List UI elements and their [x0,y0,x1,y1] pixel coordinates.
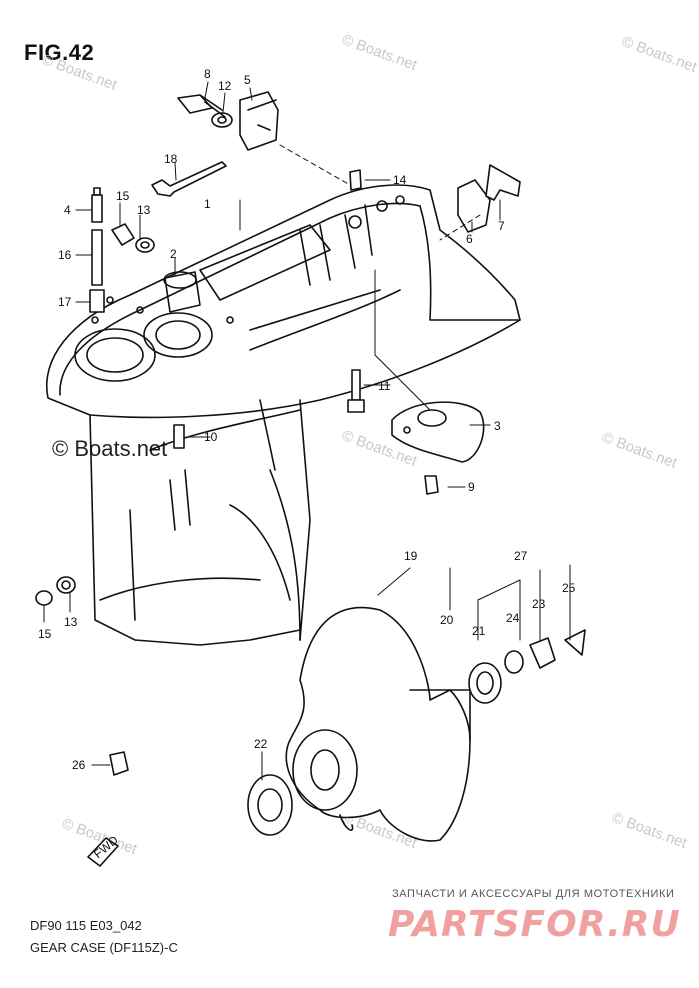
plug-15-top [111,223,155,253]
plug-15-side [35,576,76,606]
callout-6: 6 [466,232,473,246]
diagram-code: DF90 115 E03_042 [30,918,142,933]
callout-26: 26 [72,758,86,772]
callout-23: 23 [532,597,546,611]
callout-20: 20 [440,613,454,627]
callout-21: 21 [472,624,486,638]
callout-8: 8 [204,67,211,81]
callout-1: 1 [204,197,211,211]
washer-22 [247,774,293,836]
callout-24: 24 [506,611,520,625]
callout-3: 3 [494,419,501,433]
callout-17: 17 [58,295,72,309]
callout-14: 14 [393,173,407,187]
gear-case-body [46,184,521,646]
part-6-7 [457,164,521,233]
callout-10: 10 [204,430,218,444]
callout-15: 15 [116,189,130,203]
anode-5 [239,91,279,151]
fwd-arrow [87,837,119,867]
callout-18: 18 [164,152,178,166]
callout-9: 9 [468,480,475,494]
pipe-assembly [89,187,105,313]
callout-15-side: 15 [38,627,52,641]
bolt-10 [173,424,185,449]
callout-16: 16 [58,248,72,262]
bolt-8 [177,94,233,128]
callout-27: 27 [514,549,528,563]
mounting-flange [74,195,405,382]
callout-22: 22 [254,737,268,751]
callout-13-side: 13 [64,615,78,629]
promo-brand: PARTSFOR.RU [388,904,681,945]
pin-14 [349,169,362,191]
callout-13: 13 [137,203,151,217]
leader-lines [43,81,571,781]
bolt-11 [347,369,365,413]
diagram-caption: GEAR CASE (DF115Z)-C [30,940,178,955]
callout-12: 12 [218,79,232,93]
bolt-9 [424,475,439,495]
propeller-19 [285,606,471,842]
tie-strap-18 [151,161,227,197]
trim-tab-3 [391,401,485,463]
callout-2: 2 [170,247,177,261]
callout-5: 5 [244,73,251,87]
callout-25: 25 [562,581,576,595]
promo-tagline: ЗАПЧАСТИ И АКСЕССУАРЫ ДЛЯ МОТОТЕХНИКИ [392,888,675,900]
spacer-21 [468,629,586,704]
callout-7: 7 [498,219,505,233]
callout-11: 11 [378,379,391,393]
plug-26 [109,751,129,776]
watermark-main: © Boats.net [52,436,168,461]
figure-title: FIG.42 [24,40,95,65]
callout-4: 4 [64,203,71,217]
callout-19: 19 [404,549,418,563]
